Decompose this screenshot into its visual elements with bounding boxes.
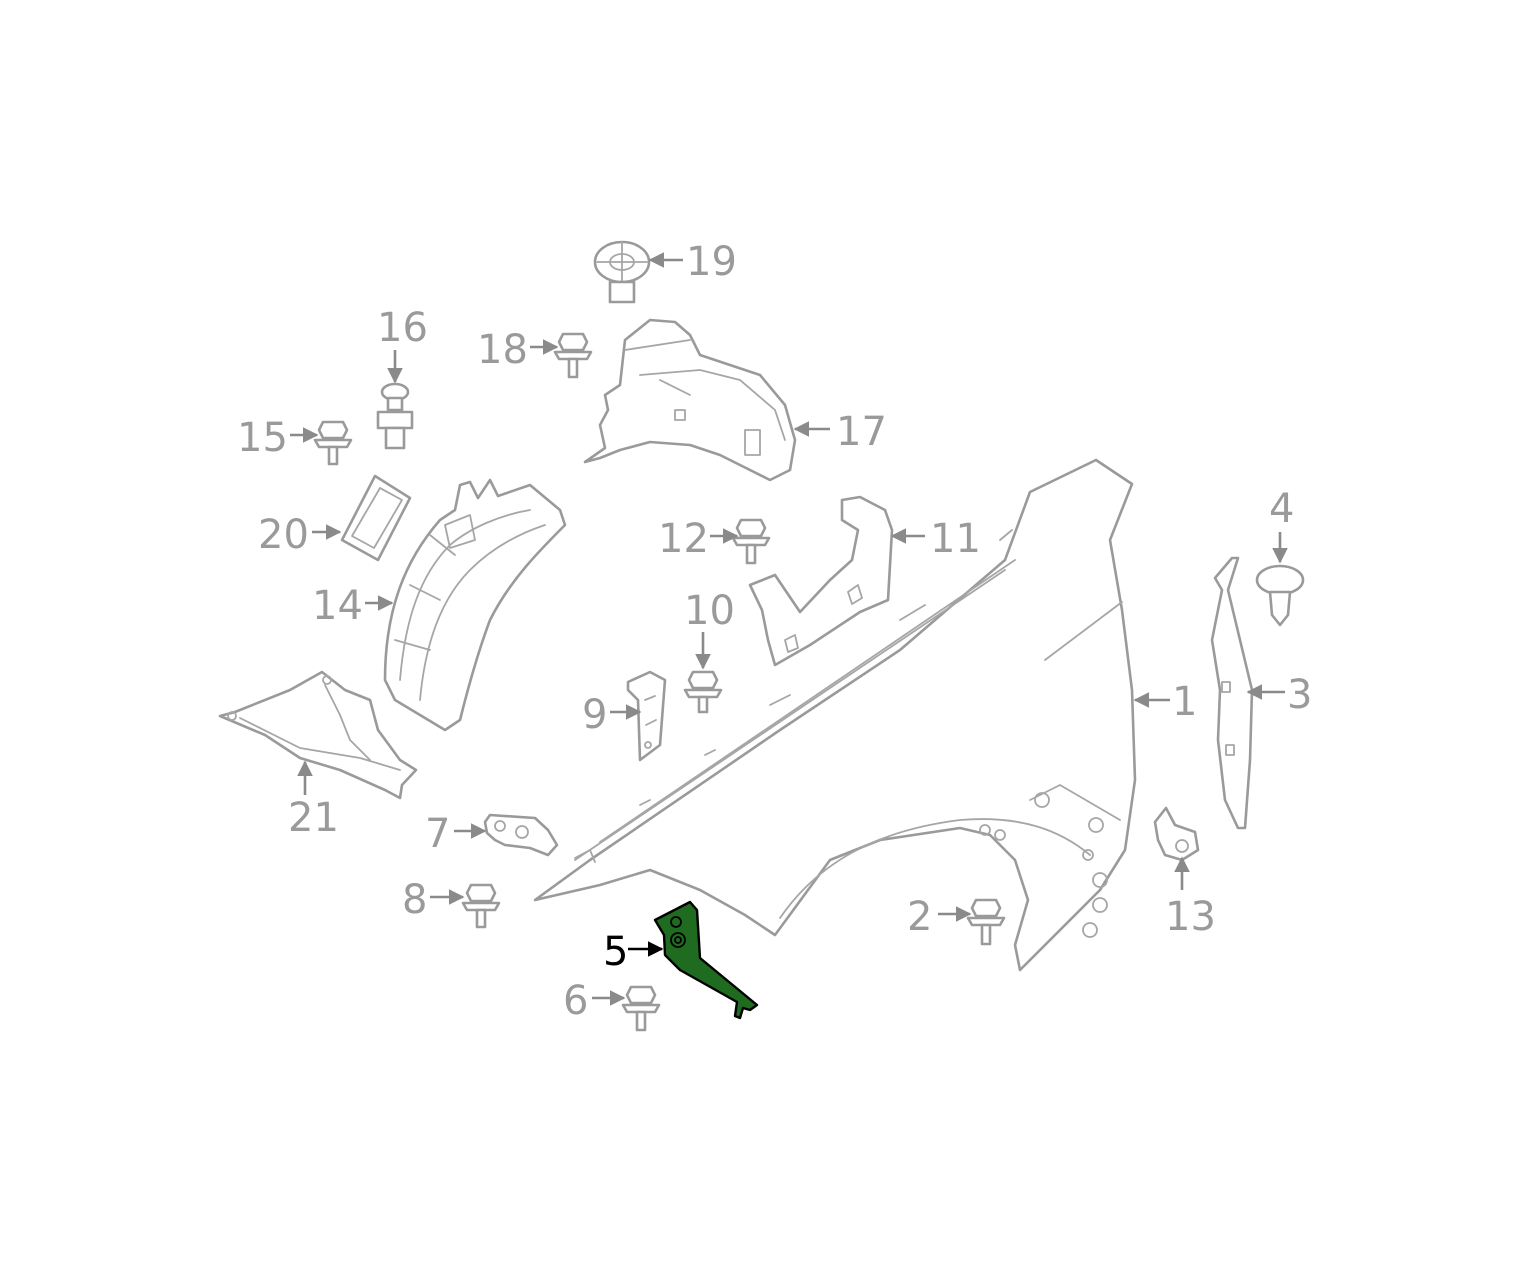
part-8-bolt [461,883,501,929]
callout-labels: 1 2 3 4 5 6 7 8 9 10 11 12 13 14 15 16 1… [237,239,1312,1024]
callout-10: 10 [684,588,735,634]
callout-4: 4 [1269,486,1294,532]
part-17-liner [583,318,797,482]
callout-6: 6 [563,978,588,1024]
callout-1: 1 [1172,679,1197,725]
callout-5: 5 [603,929,628,975]
part-14-liner [383,478,567,732]
part-19-grommet [593,240,651,304]
part-6-bolt [621,985,661,1032]
callout-15: 15 [237,415,288,461]
part-7-bracket [483,813,559,857]
callout-17: 17 [836,409,887,455]
part-1-fender [533,458,1137,972]
leader-lines [290,252,1288,1006]
part-2-bolt [966,898,1006,946]
callout-11: 11 [930,516,981,562]
callout-2: 2 [907,894,932,940]
part-10-bolt [683,670,723,714]
callout-12: 12 [658,516,709,562]
callout-18: 18 [477,327,528,373]
part-11-bracket [748,495,894,667]
part-4-clip [1255,564,1305,627]
part-15-bolt [313,420,353,466]
part-13-clip [1153,806,1200,862]
callout-14: 14 [312,583,363,629]
part-3-strip [1210,556,1254,830]
part-21-shield [218,670,418,800]
callout-9: 9 [582,692,607,738]
part-9-bracket [626,670,667,762]
callout-7: 7 [425,811,450,857]
callout-3: 3 [1287,672,1312,718]
callout-20: 20 [258,512,309,558]
callout-13: 13 [1165,894,1216,940]
part-12-bolt [731,518,771,565]
callout-21: 21 [288,795,339,841]
part-5-bracket [653,900,759,1020]
part-20-pad [340,474,412,562]
callout-16: 16 [377,305,428,351]
part-18-bolt [553,332,593,379]
callout-19: 19 [686,239,737,285]
callout-8: 8 [402,877,427,923]
part-16-clip [376,382,414,450]
